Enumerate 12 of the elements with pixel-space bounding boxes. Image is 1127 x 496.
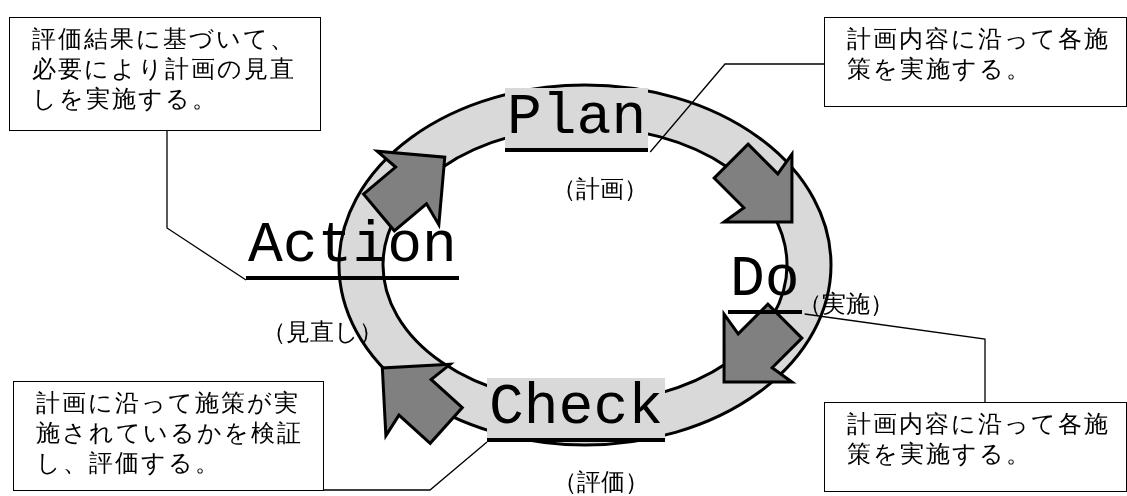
leader-line [804, 313, 986, 403]
caption-text: （計画） [552, 174, 648, 205]
callout-box: 計画内容に沿って各施策を実施する。 [824, 17, 1127, 107]
leader-line [322, 441, 488, 491]
callout-box: 計画内容に沿って各施策を実施する。 [824, 402, 1127, 492]
leader-line [649, 63, 825, 153]
callout-box: 計画に沿って施策が実施されているかを検証し、評価する。 [13, 381, 324, 491]
leader-line [166, 130, 247, 281]
stage-label: Check [487, 378, 666, 442]
caption-text: （評価） [553, 467, 649, 496]
callout-box: 評価結果に基づいて、必要により計画の見直しを実施する。 [9, 17, 321, 131]
stage-label: Plan [505, 88, 649, 152]
